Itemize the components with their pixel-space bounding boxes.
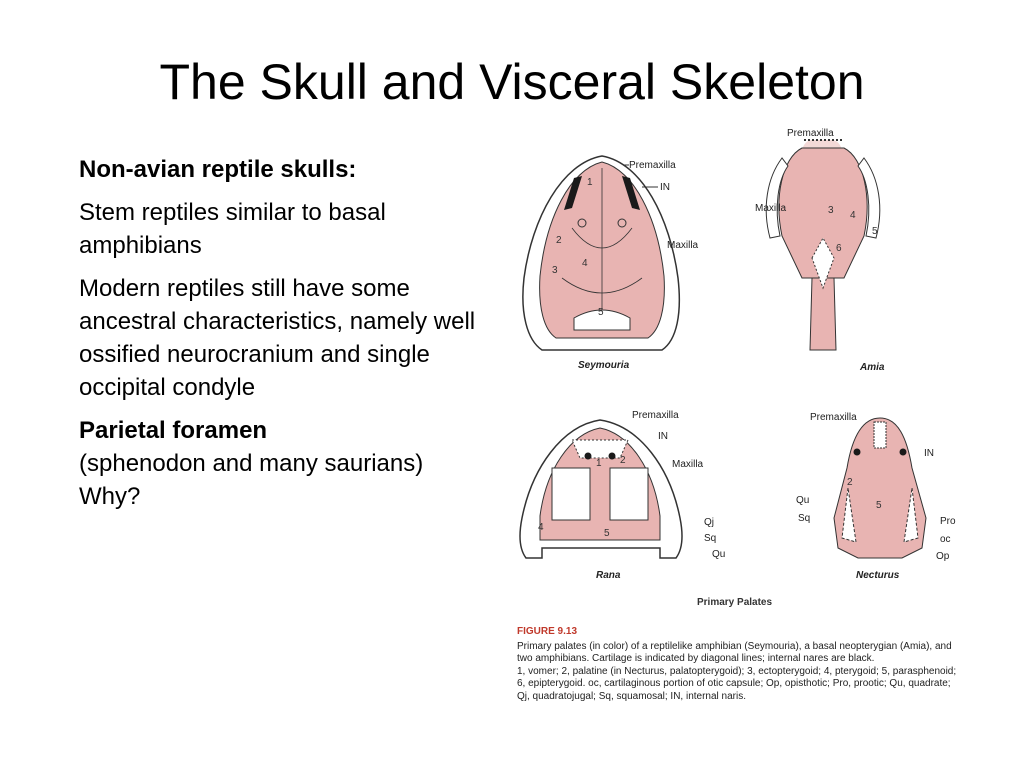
caption-title: FIGURE 9.13 xyxy=(517,626,578,637)
necturus-label-op: Op xyxy=(936,551,950,562)
rana-label-maxilla: Maxilla xyxy=(672,459,704,470)
figure-primary-palates: 1 2 3 4 5 Premaxilla IN Maxilla Seymouri… xyxy=(512,118,974,748)
necturus-name: Necturus xyxy=(856,570,900,581)
amia-label-premaxilla: Premaxilla xyxy=(787,128,834,139)
caption-line-1: Primary palates (in color) of a reptilel… xyxy=(517,640,952,665)
rana-num-1: 1 xyxy=(596,458,602,469)
seymouria-name: Seymouria xyxy=(578,360,630,371)
necturus-label-premaxilla: Premaxilla xyxy=(810,412,857,423)
seymouria-label-premaxilla: Premaxilla xyxy=(629,160,676,171)
figure-caption: FIGURE 9.13 Primary palates (in color) o… xyxy=(517,626,957,703)
necturus-num-2: 2 xyxy=(847,477,853,488)
paragraph-parietal-foramen: Parietal foramen (sphenodon and many saur… xyxy=(79,414,479,513)
parietal-foramen-detail: (sphenodon and many saurians) Why? xyxy=(79,450,424,510)
rana-label-sq: Sq xyxy=(704,533,716,544)
necturus-label-oc: oc xyxy=(940,534,951,545)
seymouria-label-maxilla: Maxilla xyxy=(667,240,699,251)
text-column: Non-avian reptile skulls: Stem reptiles … xyxy=(79,153,479,523)
palates-illustration: 1 2 3 4 5 Premaxilla IN Maxilla Seymouri… xyxy=(519,128,956,581)
necturus-label-in: IN xyxy=(924,448,934,459)
amia-name: Amia xyxy=(859,362,885,373)
necturus-num-5: 5 xyxy=(876,500,882,511)
figure-subtitle: Primary Palates xyxy=(697,597,773,608)
parietal-foramen-term: Parietal foramen xyxy=(79,417,268,444)
amia-label-maxilla: Maxilla xyxy=(755,203,787,214)
necturus-label-sq: Sq xyxy=(798,513,810,524)
rana-num-5: 5 xyxy=(604,528,610,539)
amia-num-4: 4 xyxy=(850,210,856,221)
seymouria-skull: 1 2 3 4 5 Premaxilla IN Maxilla Seymouri… xyxy=(522,155,699,371)
rana-label-qu: Qu xyxy=(712,549,725,560)
amia-num-3: 3 xyxy=(828,205,834,216)
necturus-label-qu: Qu xyxy=(796,495,809,506)
amia-skull: 3 4 5 6 Premaxilla Maxilla Amia xyxy=(755,128,885,373)
necturus-label-pro: Pro xyxy=(940,516,956,527)
paragraph-modern-reptiles: Modern reptiles still have some ancestra… xyxy=(79,275,476,401)
rana-name: Rana xyxy=(596,570,621,581)
seymouria-num-3: 3 xyxy=(552,265,558,276)
rana-num-4: 4 xyxy=(538,522,544,533)
seymouria-num-1: 1 xyxy=(587,177,593,188)
seymouria-num-5: 5 xyxy=(598,307,604,318)
seymouria-label-in: IN xyxy=(660,182,670,193)
rana-label-in: IN xyxy=(658,431,668,442)
paragraph-stem-reptiles: Stem reptiles similar to basal amphibian… xyxy=(79,199,386,259)
amia-num-6: 6 xyxy=(836,243,842,254)
caption-line-2: 1, vomer; 2, palatine (in Necturus, pala… xyxy=(517,665,957,702)
amia-num-5: 5 xyxy=(872,226,878,237)
seymouria-num-4: 4 xyxy=(582,258,588,269)
rana-label-qj: Qj xyxy=(704,517,714,528)
rana-skull: 1 2 5 4 Premaxilla IN Maxilla Qj Sq Qu R… xyxy=(519,410,725,581)
necturus-skull: 2 5 Premaxilla IN Qu Sq Pro oc Op Nectur… xyxy=(796,412,956,581)
slide-title: The Skull and Visceral Skeleton xyxy=(159,54,865,110)
heading-nonavian: Non-avian reptile skulls: xyxy=(79,156,357,183)
seymouria-num-2: 2 xyxy=(556,235,562,246)
rana-label-premaxilla: Premaxilla xyxy=(632,410,679,421)
rana-num-2: 2 xyxy=(620,455,626,466)
